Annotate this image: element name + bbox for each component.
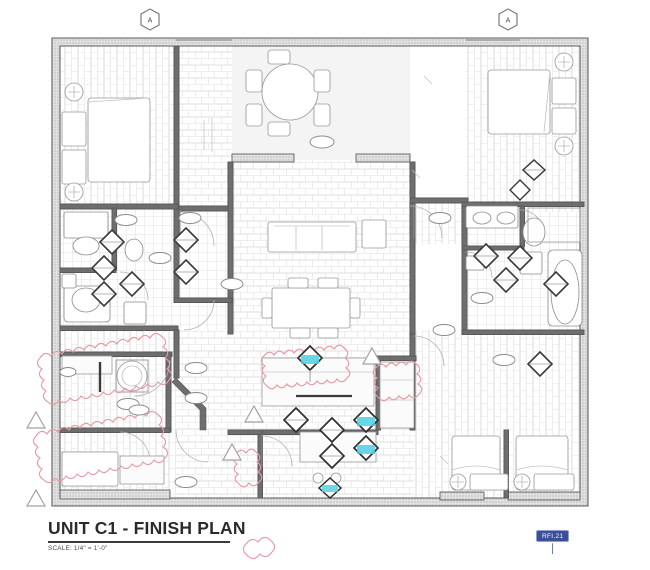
grid-bubble[interactable]: A — [498, 8, 518, 31]
finish-tag[interactable] — [118, 270, 146, 298]
plumbing-fixtures — [61, 205, 583, 327]
finish-tag[interactable] — [318, 416, 346, 444]
finish-tags — [90, 158, 570, 500]
material-tag[interactable] — [114, 214, 138, 226]
svg-text:A: A — [148, 18, 153, 25]
revision-cloud — [32, 410, 169, 484]
material-tag[interactable] — [220, 278, 244, 290]
material-tag[interactable] — [428, 212, 452, 224]
finish-tag[interactable] — [521, 158, 547, 182]
rfi-leader-line — [552, 543, 553, 554]
finish-tag-highlighted[interactable] — [296, 344, 324, 382]
material-tag[interactable] — [184, 392, 208, 404]
material-tag[interactable] — [470, 292, 494, 304]
title-underline — [48, 541, 230, 543]
revision-cloud — [260, 344, 351, 390]
finish-tag[interactable] — [506, 244, 534, 272]
annotation-linework — [59, 39, 520, 465]
material-tag[interactable] — [178, 212, 202, 224]
finish-tag-highlighted[interactable] — [352, 434, 380, 462]
finish-tag[interactable] — [172, 258, 200, 286]
revision-delta-marker[interactable] — [361, 346, 383, 365]
material-tag[interactable] — [148, 252, 172, 264]
grid-bubble[interactable]: A — [140, 8, 160, 31]
scale-note: SCALE: 1/4" = 1'-0" — [48, 545, 108, 553]
material-tag[interactable] — [59, 367, 77, 377]
finish-tag[interactable] — [90, 280, 118, 308]
title-block: UNIT C1 - FINISH PLAN SCALE: 1/4" = 1'-0… — [48, 518, 246, 552]
finish-tag[interactable] — [98, 228, 126, 256]
rfi-badge[interactable]: RFI.21 — [536, 530, 570, 542]
material-tag[interactable] — [492, 354, 516, 366]
material-tags — [59, 135, 516, 488]
revision-deltas — [25, 346, 383, 507]
exterior-walls — [51, 37, 589, 507]
grid-bubbles: A A — [140, 8, 518, 31]
material-tag[interactable] — [184, 362, 208, 374]
finish-tag[interactable] — [172, 226, 200, 254]
finish-tag[interactable] — [509, 179, 531, 201]
revision-cloud — [372, 360, 423, 402]
finish-tag-highlighted[interactable] — [317, 476, 343, 500]
page-title: UNIT C1 - FINISH PLAN — [48, 518, 246, 538]
finish-tag[interactable] — [90, 254, 118, 282]
furniture-layer — [61, 49, 577, 491]
svg-text:A: A — [506, 18, 511, 25]
revision-cloud — [36, 332, 173, 406]
revision-delta-marker[interactable] — [243, 404, 265, 423]
revision-delta-marker[interactable] — [25, 488, 47, 507]
material-tag[interactable] — [432, 324, 456, 336]
revision-delta-marker[interactable] — [221, 442, 243, 461]
material-tag[interactable] — [128, 404, 150, 416]
material-tag[interactable] — [174, 476, 198, 488]
finish-tag[interactable] — [282, 406, 310, 434]
finish-tag[interactable] — [492, 266, 520, 294]
finish-tag[interactable] — [542, 270, 570, 298]
revision-delta-marker[interactable] — [25, 410, 47, 429]
revision-cloud — [232, 448, 263, 488]
finish-tag[interactable] — [526, 350, 554, 378]
revision-cloud — [242, 536, 276, 560]
finish-tag[interactable] — [318, 442, 346, 470]
material-tag[interactable] — [309, 135, 335, 149]
finish-tag-highlighted[interactable] — [352, 406, 380, 434]
finish-tag[interactable] — [472, 242, 500, 270]
